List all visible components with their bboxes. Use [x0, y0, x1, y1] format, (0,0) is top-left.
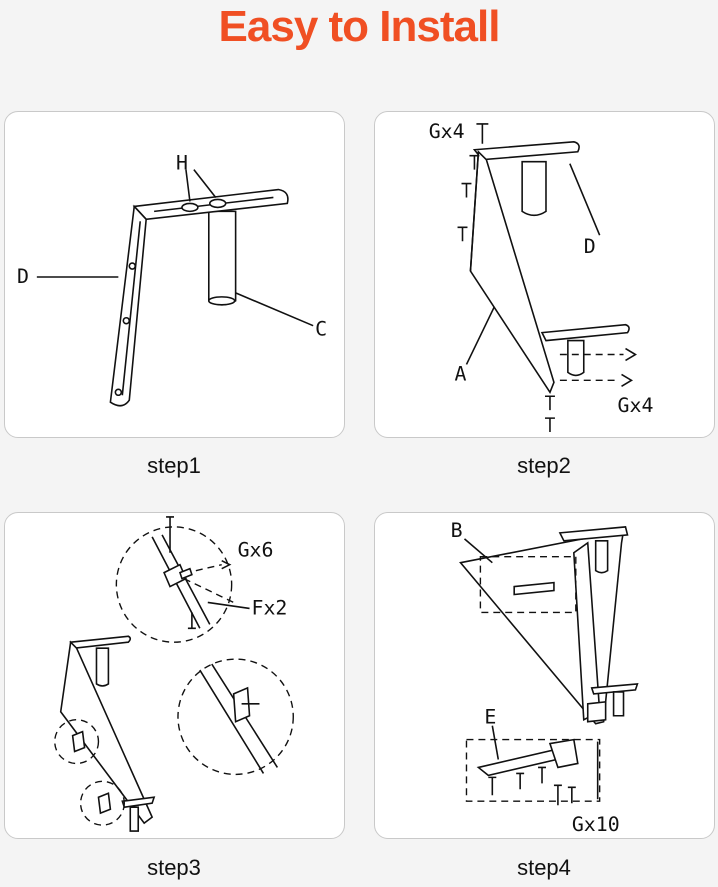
label-b: B	[451, 519, 463, 542]
hole-h2	[208, 198, 227, 209]
detail-box-e	[465, 738, 601, 802]
zoom-circle-screw	[115, 526, 233, 643]
step2-diagram: Gx4 D A Gx4	[429, 120, 654, 433]
label-e: E	[484, 706, 496, 729]
label-d: D	[17, 265, 29, 288]
step4-caption: step4	[517, 855, 571, 880]
step3-panel: Gx6 Fx2	[4, 512, 345, 839]
step1-panel: H D C	[4, 111, 345, 438]
label-h: H	[176, 152, 188, 175]
label-d: D	[584, 235, 596, 258]
label-f: Fx2	[252, 596, 288, 619]
leg-c	[207, 210, 237, 306]
step4-diagram: B E Gx10	[451, 519, 639, 836]
step2-panel: Gx4 D A Gx4	[374, 111, 715, 438]
step3-diagram: Gx6 Fx2	[54, 516, 294, 832]
label-g: Gx6	[238, 539, 274, 562]
label-g-bottom: Gx4	[618, 394, 654, 417]
label-g-top: Gx4	[429, 120, 465, 143]
leg-d	[521, 160, 547, 217]
step2-caption: step2	[517, 453, 571, 478]
hole-h1	[181, 202, 199, 213]
zoom-circle-connector	[177, 658, 294, 776]
label-a: A	[455, 362, 467, 385]
step1-diagram: H D C	[17, 152, 327, 407]
label-g: Gx10	[572, 813, 620, 836]
step1-caption: step1	[147, 453, 201, 478]
step4-panel: B E Gx10	[374, 512, 715, 839]
page-title: Easy to Install	[218, 2, 501, 51]
label-c: C	[315, 318, 327, 341]
screw-top-1	[476, 123, 489, 144]
bracket-arm-vertical	[109, 204, 147, 407]
step3-caption: step3	[147, 855, 201, 880]
